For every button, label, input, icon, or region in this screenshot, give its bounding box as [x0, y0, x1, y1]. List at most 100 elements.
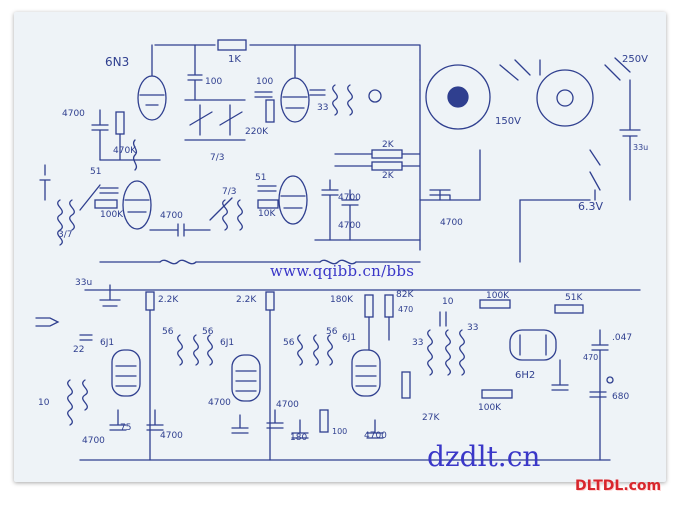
if-transformer-1a: [177, 334, 183, 366]
cap-4700-right-a: [321, 179, 339, 241]
label-c-680: 680: [612, 392, 629, 402]
label-tube-6n3: 6N3: [105, 55, 129, 69]
choke-bottom-left: [159, 259, 197, 265]
resistor-100k-b: [479, 299, 511, 309]
wire-left-mid: [99, 133, 161, 161]
cap-51-a: [99, 187, 119, 194]
tube-rf-top-internals: [282, 44, 308, 109]
label-r-22k-b: 2.2K: [236, 295, 257, 305]
variable-cap-arrows: [189, 111, 243, 126]
tube-socket-rectifier: [425, 64, 491, 130]
watermark-top-url: www.qqibb.cn/bbs: [270, 262, 415, 280]
label-c-4700-right-a: 4700: [338, 193, 361, 203]
if-transformer-1c: [207, 334, 213, 366]
label-r-100k-c: 100K: [478, 403, 502, 413]
resistor-100-b: [319, 409, 329, 433]
cap-4700-left: [91, 109, 109, 161]
resistor-10k: [257, 199, 279, 209]
if-transformer-1b: [193, 334, 199, 366]
label-c-33u-psu: 33u: [633, 143, 648, 152]
label-r-100k-a: 100K: [100, 210, 124, 220]
tube-mixer-left-grids: [124, 199, 150, 213]
switch-heater: [589, 149, 601, 201]
wire-lower-verticals: [149, 309, 390, 461]
if-transformer-3b: [445, 329, 451, 376]
cap-470-b: [551, 359, 569, 391]
variable-arrow-left: [79, 184, 101, 211]
label-c-56-d: 56: [326, 327, 338, 337]
label-tube-6j1-b: 6J1: [220, 338, 234, 348]
label-c-470-b: 470: [583, 353, 598, 362]
resistor-1k: [217, 39, 247, 51]
label-r-470k: 470K: [113, 146, 137, 156]
wire-psu-out: [519, 199, 591, 263]
resistor-51k: [554, 304, 584, 314]
label-c-56-c: 56: [283, 338, 295, 348]
if-transformer-top-b: [347, 84, 353, 116]
if-transformer-3c: [459, 329, 465, 376]
label-c-100-b: 100: [256, 77, 273, 87]
resistor-100k-c: [481, 389, 513, 399]
tube-6n3-internals: [139, 44, 165, 106]
label-c-4700-psu: 4700: [440, 218, 463, 228]
coil-circle-top: [368, 89, 382, 103]
label-r-27k: 27K: [422, 413, 440, 423]
label-r-75: 75: [120, 423, 131, 433]
label-c-4700-b3: 4700: [208, 398, 231, 408]
label-cap-7-3-a: 7/3: [210, 153, 224, 163]
label-c-33: 33: [317, 103, 328, 113]
label-c-047: .047: [612, 333, 632, 343]
tube-socket-power-center: [556, 89, 574, 107]
cap-4700-b2: [146, 409, 164, 431]
wire-psu-filter: [419, 149, 481, 201]
label-c-4700-right-b: 4700: [338, 221, 361, 231]
label-r-180k: 180K: [330, 295, 354, 305]
cap-51-b: [257, 185, 277, 192]
switch-250v: [604, 57, 631, 81]
cap-180: [291, 419, 309, 439]
tube-mixer-left: [122, 180, 152, 230]
resistor-220k: [265, 99, 275, 123]
cap-4700-b4: [266, 409, 284, 429]
tube-6j1-b: [231, 354, 261, 402]
label-c-56-a: 56: [162, 327, 174, 337]
cap-33-top: [309, 89, 326, 96]
label-c-33u-left: 33u: [75, 278, 92, 288]
label-c-180: 180: [290, 433, 307, 443]
label-c-4700-b4: 4700: [276, 400, 299, 410]
label-r-2k-b: 2K: [382, 171, 395, 181]
label-r-10k: 10K: [258, 209, 276, 219]
label-r-51k: 51K: [565, 293, 583, 303]
tube-socket-power: [536, 69, 594, 127]
if-transformer-2c: [327, 334, 333, 366]
cap-680: [589, 391, 607, 398]
tube-6j1-c: [351, 349, 381, 397]
cap-4700-b1: [109, 409, 127, 431]
label-r-22k-a: 2.2K: [158, 295, 179, 305]
label-tube-6h2: 6H2: [515, 370, 535, 381]
wire-2k-bus: [334, 79, 421, 251]
tube-oscillator-grids: [280, 195, 306, 209]
label-c-10-a: 10: [442, 297, 454, 307]
cap-22: [79, 334, 93, 341]
wire-top-rail: [154, 44, 421, 81]
label-v-6-3: 6.3V: [578, 200, 603, 213]
cap-10-a: [439, 311, 447, 327]
label-c-4700-mid: 4700: [160, 211, 183, 221]
cap-4700-psu: [429, 189, 451, 201]
label-tube-6j1-a: 6J1: [100, 338, 114, 348]
coil-input: [57, 199, 63, 246]
if-transformer-2b: [313, 334, 319, 366]
label-c-470: 470: [398, 305, 413, 314]
tube-6j1-a-grids: [115, 365, 137, 387]
resistor-27k: [401, 371, 411, 399]
label-c-4700-left: 4700: [62, 109, 85, 119]
tube-6j1-a: [111, 349, 141, 397]
label-r-100-b: 100: [332, 427, 347, 436]
label-c-33-c: 33: [467, 323, 478, 333]
label-c-4700-b5: 4700: [364, 431, 387, 441]
label-c-4700-b1: 4700: [82, 436, 105, 446]
cap-047: [591, 329, 609, 461]
watermark-logo: DLTDL.com: [575, 478, 662, 494]
